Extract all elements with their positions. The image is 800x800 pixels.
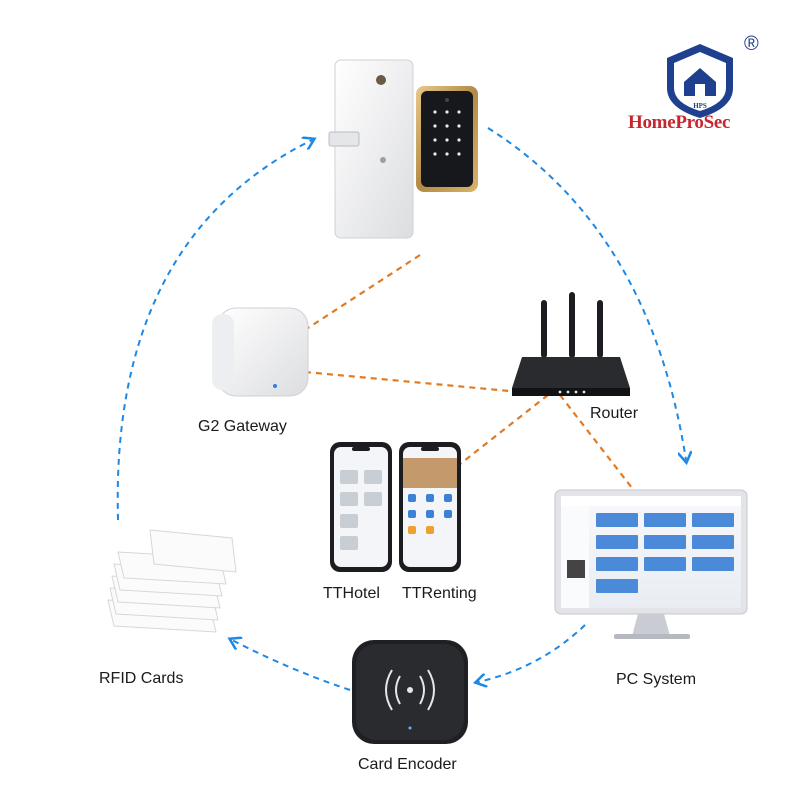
flow-encoder-to-rfid bbox=[232, 640, 351, 691]
brand-name: HomeProSec bbox=[628, 112, 731, 133]
keypad-dots bbox=[433, 110, 461, 156]
label-rfid-cards: RFID Cards bbox=[99, 670, 184, 687]
label-tthotel: TTHotel bbox=[323, 585, 380, 602]
g2-gateway-device bbox=[212, 307, 309, 397]
workflow-arrows bbox=[116, 127, 686, 691]
cabinet-lock-device bbox=[328, 59, 478, 239]
link-lock-gateway bbox=[304, 254, 421, 331]
label-router: Router bbox=[590, 405, 639, 422]
label-g2-gateway: G2 Gateway bbox=[198, 418, 287, 435]
flow-lock-to-pc bbox=[487, 127, 686, 460]
router-device bbox=[512, 292, 630, 396]
flow-pc-to-encoder bbox=[478, 624, 586, 682]
brand-logo: HPS ® bbox=[667, 33, 759, 118]
label-card-encoder: Card Encoder bbox=[358, 756, 457, 773]
label-ttrenting: TTRenting bbox=[402, 585, 477, 602]
brand-shield-text: HPS bbox=[693, 102, 707, 110]
network-links bbox=[304, 254, 633, 489]
link-gateway-router bbox=[304, 370, 521, 394]
rfid-cards bbox=[107, 529, 237, 633]
card-encoder-device bbox=[352, 640, 468, 744]
tthotel-phone bbox=[330, 442, 392, 572]
pc-monitor bbox=[554, 489, 748, 639]
ttrenting-phone bbox=[399, 442, 461, 572]
label-pc-system: PC System bbox=[616, 671, 697, 688]
link-router-apps bbox=[454, 394, 549, 469]
registered-mark: ® bbox=[744, 33, 759, 55]
link-router-pc bbox=[559, 394, 633, 489]
